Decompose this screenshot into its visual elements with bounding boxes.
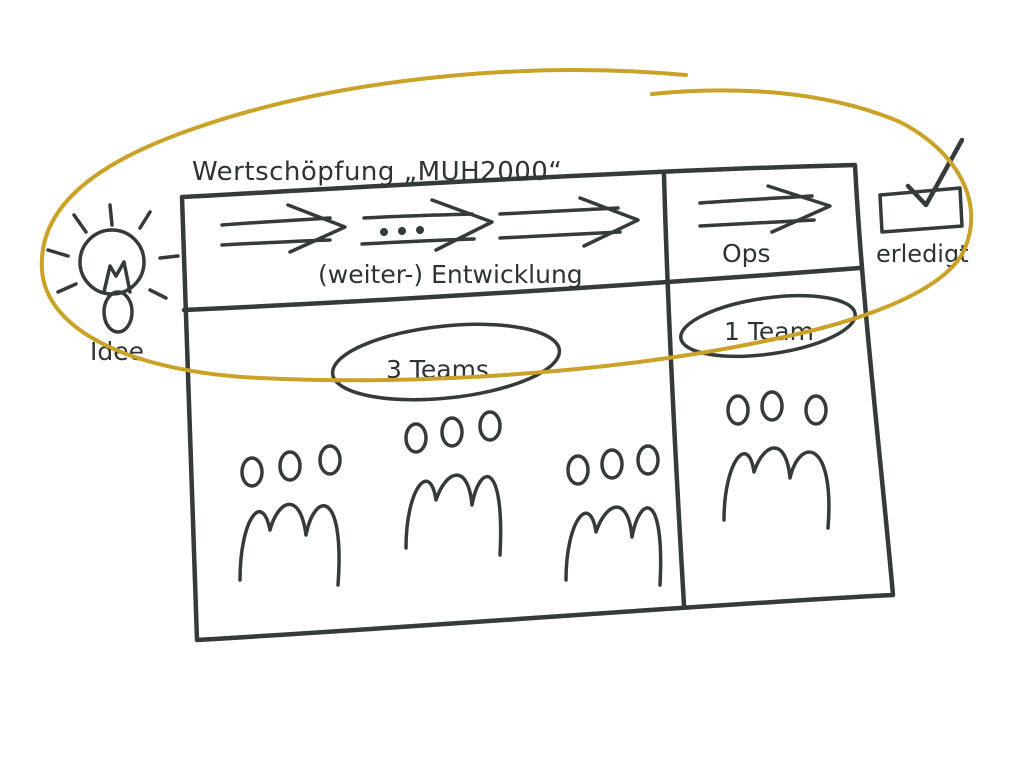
column-divider bbox=[661, 172, 687, 608]
ops-arrow bbox=[698, 184, 832, 234]
dot-icon bbox=[380, 228, 388, 236]
dot-icon bbox=[398, 227, 406, 235]
development-arrows bbox=[220, 196, 640, 254]
team-people-icon bbox=[404, 410, 503, 557]
board-frame bbox=[179, 162, 896, 643]
teams-ops-ellipse bbox=[679, 293, 857, 359]
ops-label: Ops bbox=[722, 239, 771, 268]
diagram-title: Wertschöpfung „MUH2000“ bbox=[192, 157, 562, 187]
lightbulb-icon bbox=[46, 203, 180, 334]
team-people-icon bbox=[238, 444, 342, 587]
entwicklung-label: (weiter-) Entwicklung bbox=[318, 260, 583, 289]
teams-dev-ellipse bbox=[330, 322, 562, 402]
row-divider bbox=[181, 265, 863, 313]
team-people-icon bbox=[722, 390, 831, 530]
dot-icon bbox=[416, 226, 424, 234]
value-stream-highlight bbox=[39, 68, 974, 383]
team-people-icon bbox=[564, 444, 663, 587]
done-checkbox-icon bbox=[878, 137, 965, 234]
